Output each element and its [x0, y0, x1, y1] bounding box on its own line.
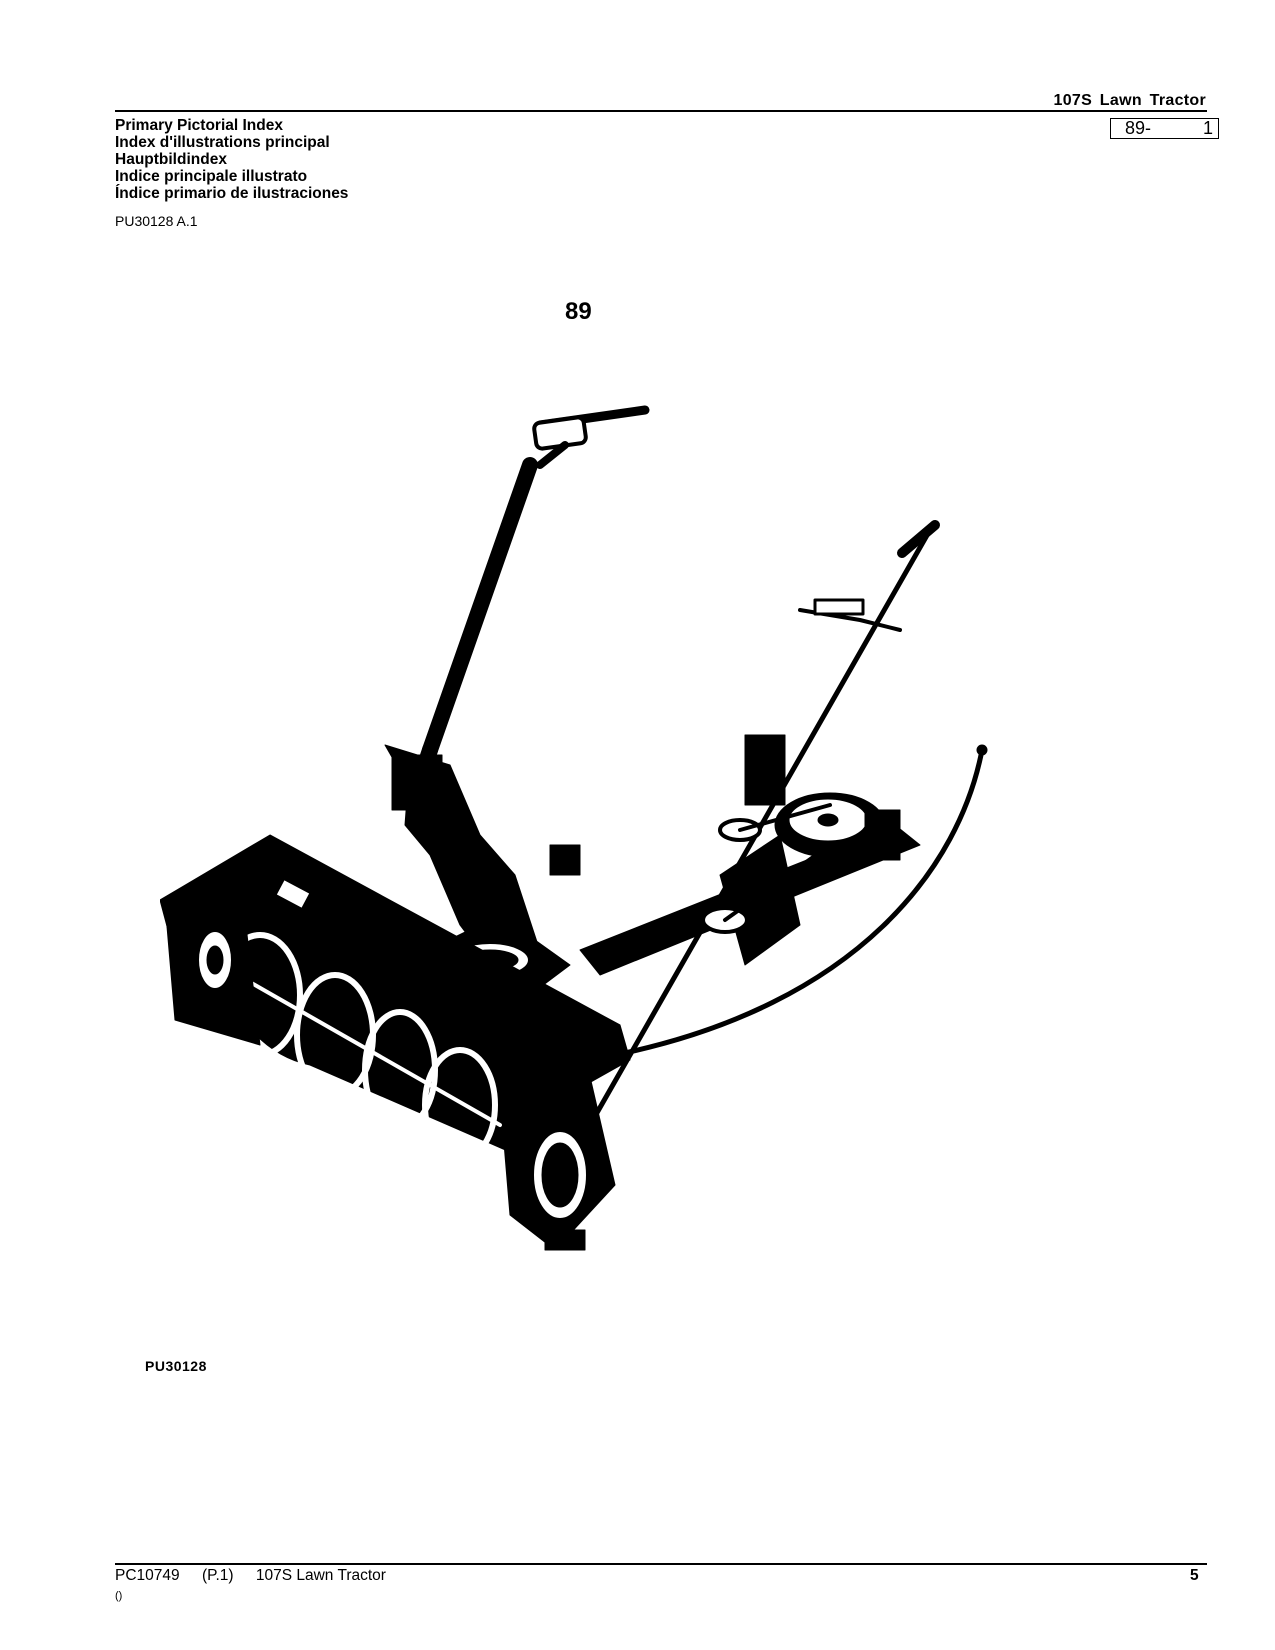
title-italian: Indice principale illustrato	[115, 168, 308, 185]
footer-page-number: 5	[1190, 1567, 1199, 1584]
model-title: 107S Lawn Tractor	[1053, 92, 1206, 109]
title-spanish: Índice primario de ilustraciones	[115, 185, 349, 202]
page-reference-box: 89- 1	[1110, 118, 1219, 139]
group-number: 89	[565, 298, 592, 325]
footer-model: 107S Lawn Tractor	[255, 1567, 386, 1584]
snowblower-illustration	[160, 405, 988, 1251]
title-english: Primary Pictorial Index	[115, 117, 283, 134]
header-rule	[115, 110, 1207, 112]
footer-revision: (P.1)	[201, 1567, 234, 1584]
figure-id: PU30128	[145, 1358, 207, 1374]
footer-catalog: PC10749	[115, 1567, 180, 1584]
title-german: Hauptbildindex	[115, 151, 227, 168]
footer-info: PC10749 (P.1) 107S Lawn Tractor	[115, 1567, 404, 1585]
index-titles: Primary Pictorial Index Index d'illustra…	[115, 117, 348, 202]
title-french: Index d'illustrations principal	[115, 134, 330, 151]
page-reference-section: 89-	[1125, 118, 1152, 138]
footer-sub-note: ()	[115, 1590, 123, 1602]
reference-code: PU30128 A.1	[115, 213, 198, 229]
page-reference-number: 1	[1202, 118, 1213, 138]
footer-rule	[115, 1563, 1207, 1565]
